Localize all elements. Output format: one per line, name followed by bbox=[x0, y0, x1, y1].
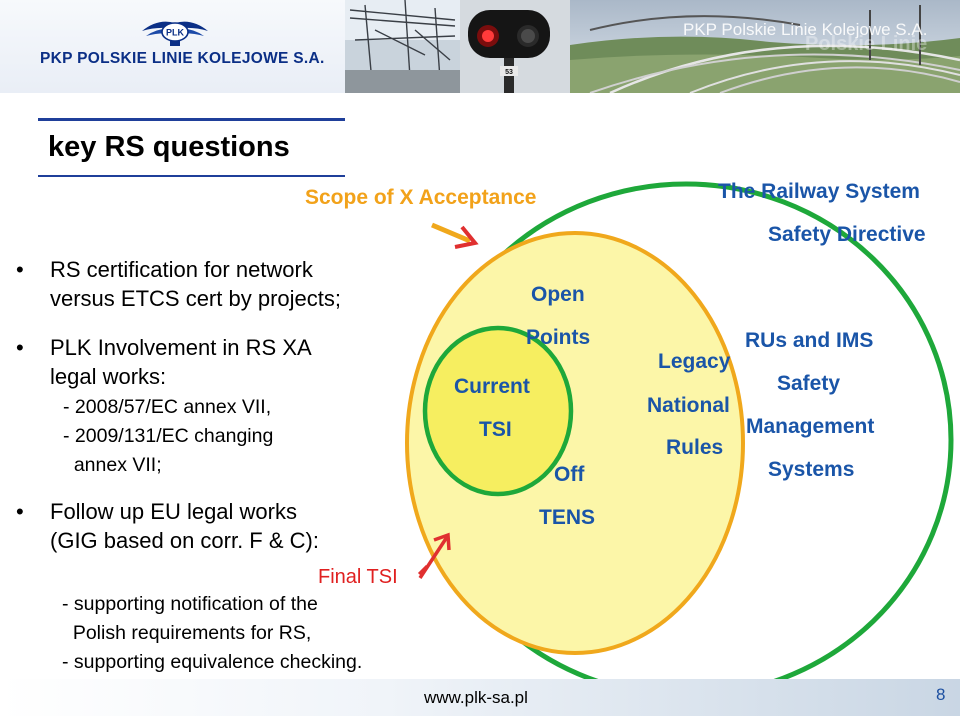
sub-item: annex VII; bbox=[63, 454, 162, 476]
bullet-dot: • bbox=[16, 257, 24, 282]
sub-item: - 2009/131/EC changing bbox=[63, 425, 274, 447]
title-rule-bottom bbox=[38, 175, 345, 177]
systems-label: Systems bbox=[768, 458, 855, 481]
final-tsi-arrow bbox=[418, 532, 451, 579]
emblem-text: PLK bbox=[166, 28, 185, 38]
open-label: Open bbox=[531, 283, 585, 306]
tens-label: TENS bbox=[539, 506, 596, 529]
sub-item: - 2008/57/EC annex VII, bbox=[63, 396, 272, 418]
national-label: National bbox=[647, 394, 730, 417]
safety-label: Safety bbox=[777, 372, 841, 395]
bullet-line: versus ETCS cert by projects; bbox=[50, 286, 341, 311]
bullet-rs-certification: • RS certification for network versus ET… bbox=[16, 255, 341, 313]
legacy-label: Legacy bbox=[658, 350, 731, 373]
bullet-line: Follow up EU legal works bbox=[50, 499, 297, 524]
tsi-ellipse bbox=[422, 325, 574, 497]
photo-brand-large: Polskie Linie bbox=[805, 33, 928, 55]
off-label: Off bbox=[554, 463, 585, 486]
final-sub-item: - supporting equivalence checking. bbox=[62, 651, 363, 673]
photo-brand-text: PKP Polskie Linie Kolejowe S.A. bbox=[683, 20, 928, 39]
final-tsi-label: Final TSI bbox=[318, 566, 398, 588]
scope-label: Scope of X Acceptance bbox=[305, 186, 537, 209]
final-sub-item: Polish requirements for RS, bbox=[62, 622, 312, 644]
title-rule-top bbox=[38, 118, 345, 121]
bullet-dot: • bbox=[16, 499, 24, 524]
bullet-line: legal works: bbox=[50, 364, 167, 389]
railway-photo bbox=[570, 0, 960, 93]
header-banner: PLK PKP POLSKIE LINIE KOLEJOWE S.A. 53 bbox=[0, 0, 960, 93]
rules-label: Rules bbox=[666, 436, 724, 459]
bullet-line: (GIG based on corr. F & C): bbox=[50, 528, 319, 553]
current-label: Current bbox=[454, 375, 530, 398]
logo-area bbox=[0, 0, 345, 93]
catenary-photo bbox=[345, 0, 460, 93]
points-label: Points bbox=[526, 326, 591, 349]
rus-ims-label: RUs and IMS bbox=[745, 329, 874, 352]
bullet-line: RS certification for network bbox=[50, 257, 313, 282]
bullet-dot: • bbox=[16, 335, 24, 360]
railway-system-label: The Railway System bbox=[718, 180, 920, 203]
safety-directive-label: Safety Directive bbox=[768, 223, 926, 246]
plk-logo-icon: PLK bbox=[142, 21, 208, 46]
final-sub-item: - supporting notification of the bbox=[62, 593, 318, 615]
page-number: 8 bbox=[936, 685, 946, 704]
signal-photo: 53 bbox=[460, 0, 570, 93]
slide-title: key RS questions bbox=[48, 131, 290, 163]
footer-url: www.plk-sa.pl bbox=[424, 688, 528, 707]
management-label: Management bbox=[746, 415, 875, 438]
bullet-plk-involvement: • PLK Involvement in RS XA legal works: bbox=[16, 333, 312, 391]
bullet-follow-up: • Follow up EU legal works (GIG based on… bbox=[16, 497, 319, 555]
signal-plate: 53 bbox=[505, 69, 513, 76]
tsi-label: TSI bbox=[479, 418, 512, 441]
bullet-line: PLK Involvement in RS XA bbox=[50, 335, 312, 360]
footer-bar bbox=[0, 679, 960, 716]
scope-arrow bbox=[431, 222, 479, 249]
company-name: PKP POLSKIE LINIE KOLEJOWE S.A. bbox=[40, 50, 325, 67]
